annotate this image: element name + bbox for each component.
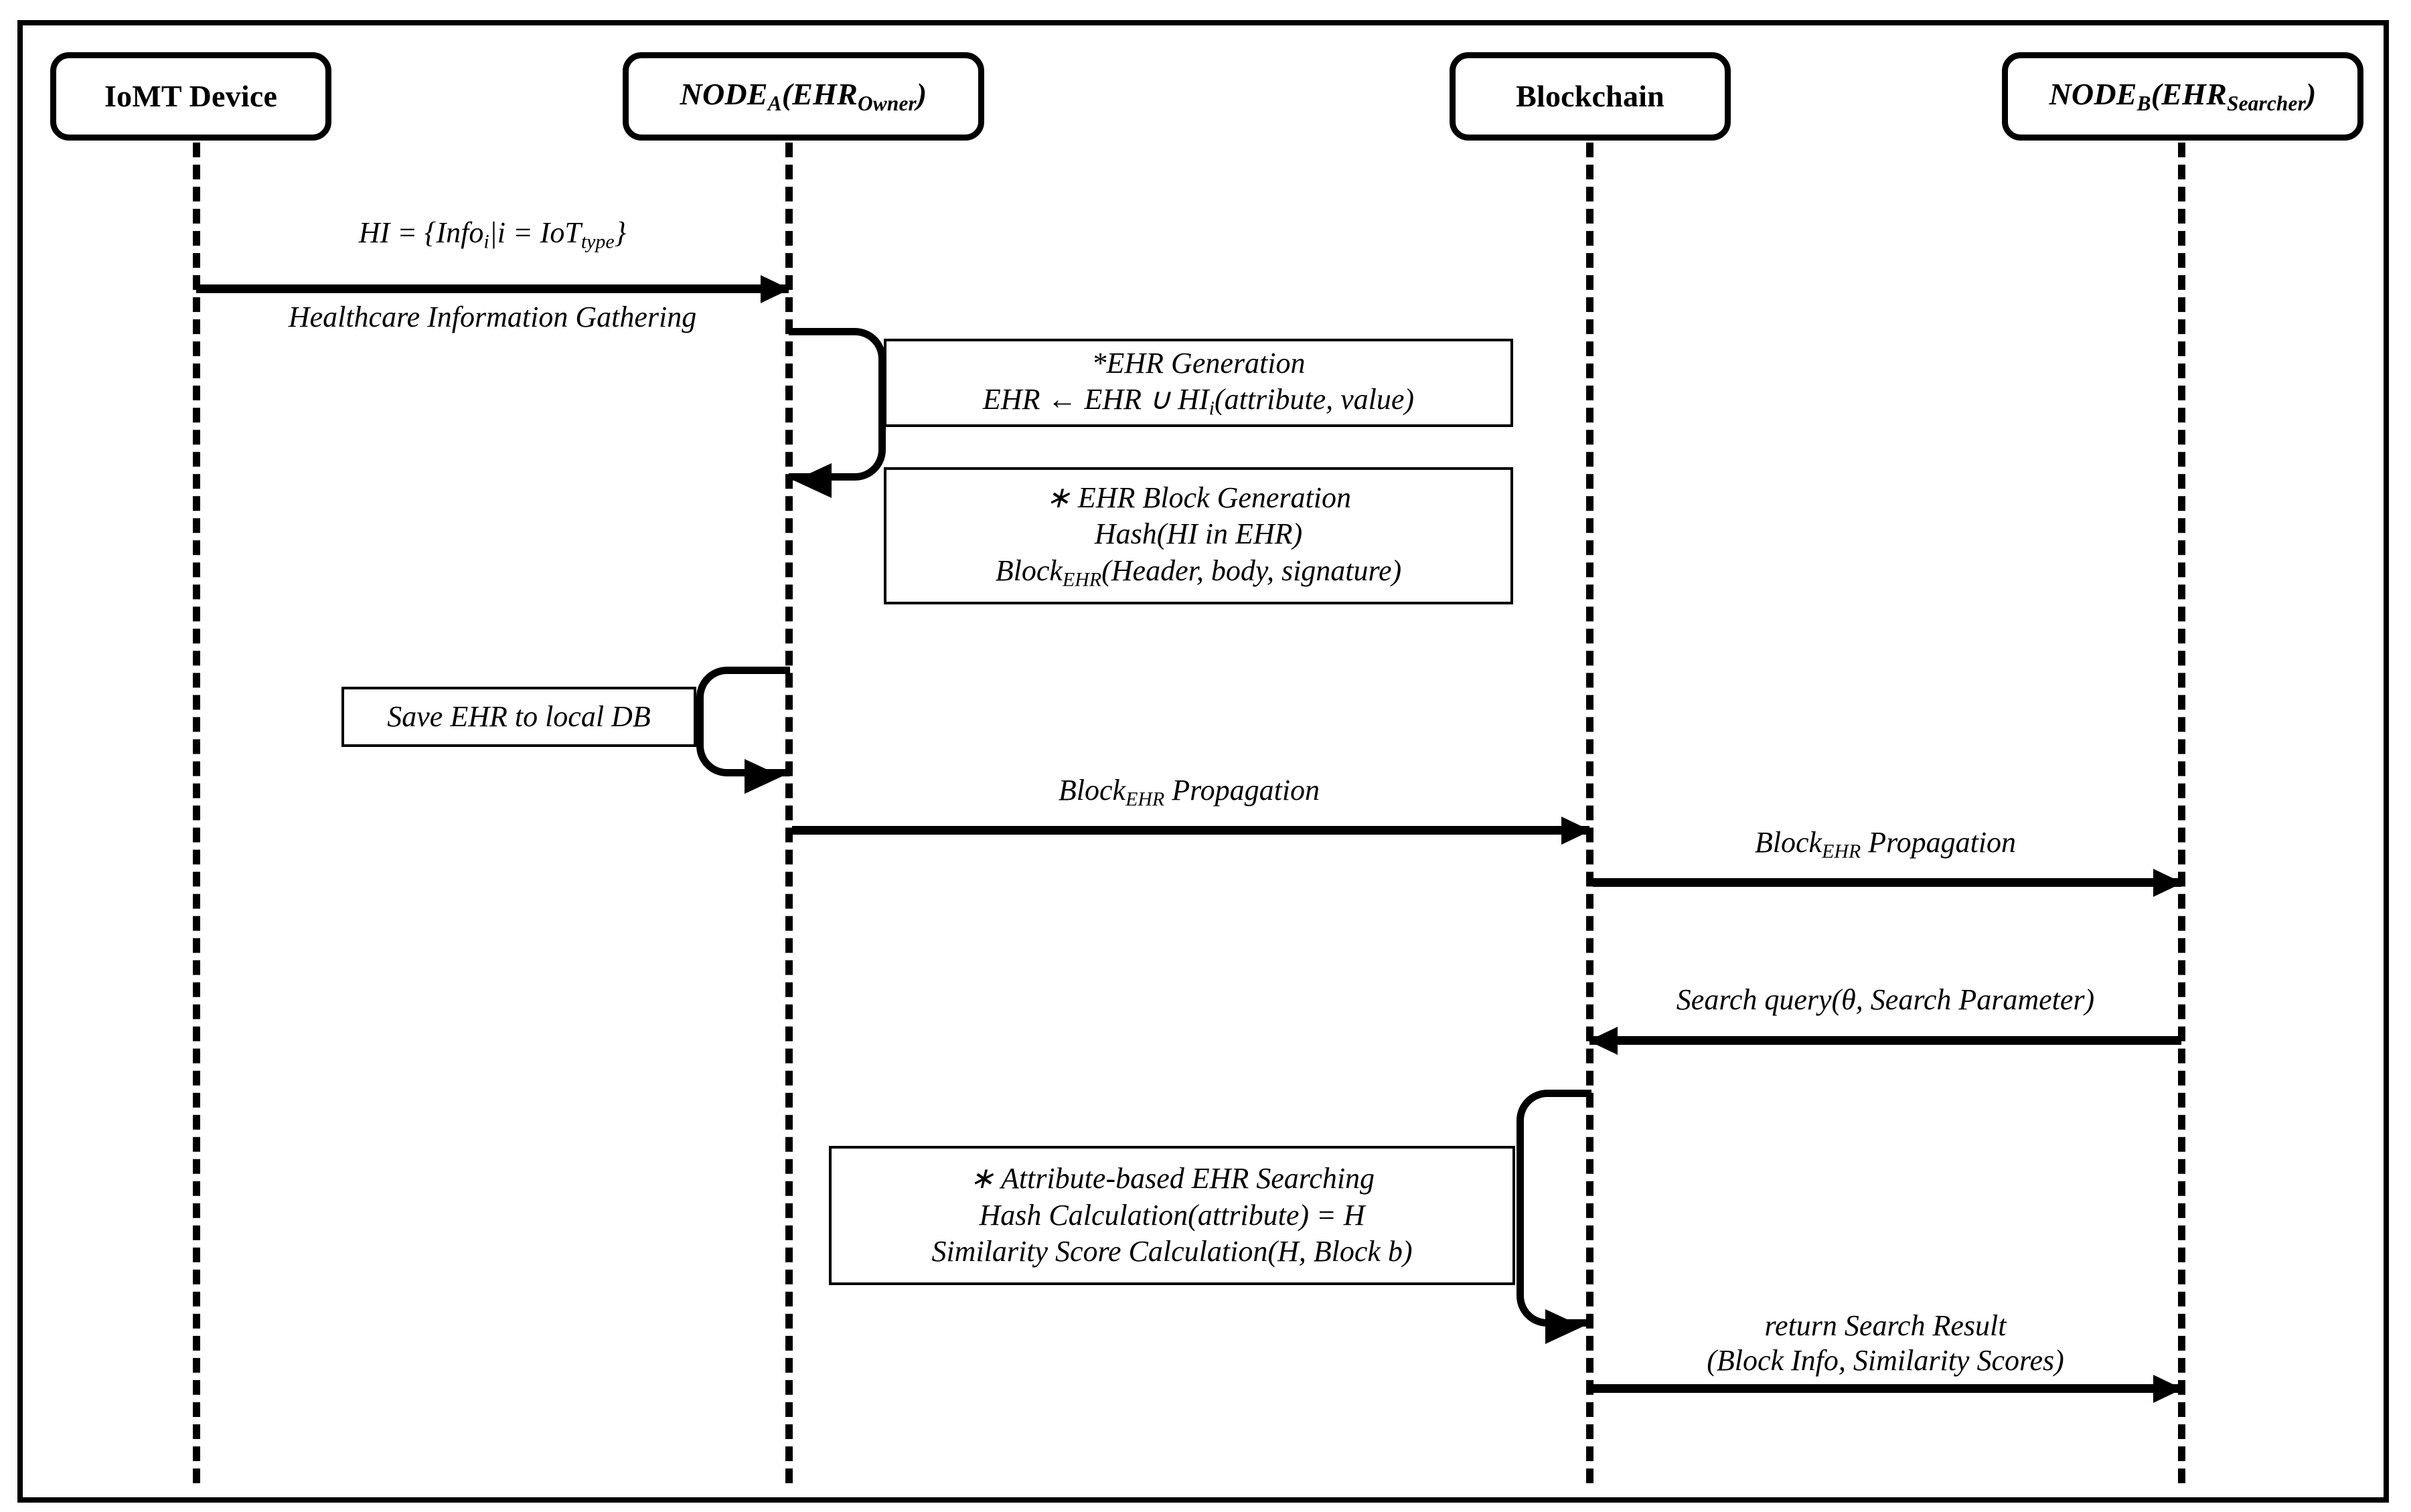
participant-label-iomt-device: IoMT Device	[104, 78, 278, 113]
m2-mid: Propagation	[1164, 774, 1320, 807]
m5-arrow-shaft	[1593, 1384, 2181, 1393]
node-a-role-subscript: Owner	[858, 91, 917, 115]
lifeline-blockchain	[1586, 143, 1593, 1483]
note-ehr-block-generation-line-1: ∗ EHR Block Generation	[1046, 481, 1351, 514]
m1-sub1: i	[483, 230, 489, 253]
node-b-subscript: B	[2136, 91, 2151, 115]
self-message-loop-node-a-ehr-generation[interactable]	[789, 328, 886, 481]
node-a-subscript: A	[767, 91, 782, 115]
note-ehr-generation-line-2: EHR ← EHR ∪ HIi(attribute, value)	[983, 382, 1414, 420]
self-message-loop-node-a-ehr-generation-arrowhead	[794, 463, 832, 498]
lifeline-iomt-device	[193, 143, 200, 1483]
message-label-m3-above: BlockEHR Propagation	[1589, 825, 2181, 863]
m3-mid: Propagation	[1861, 826, 2017, 859]
m3-arrow-head	[2153, 869, 2183, 897]
note-save-ehr-to-local-db[interactable]: Save EHR to local DB	[341, 687, 696, 747]
m2-sub1: EHR	[1125, 788, 1165, 811]
m1-arrow-shaft	[196, 284, 789, 293]
lifeline-node-b	[2178, 143, 2185, 1483]
note-ehr-block-generation-line-3: BlockEHR(Header, body, signature)	[996, 553, 1401, 592]
n2l3-post: (Header, body, signature)	[1101, 554, 1402, 587]
self-message-loop-blockchain-searching-arrowhead	[1545, 1309, 1583, 1344]
m1-sub2: type	[580, 230, 615, 253]
participant-label-node-a: NODEA(EHROwner)	[680, 78, 927, 115]
note-ehr-generation-line-1: *EHR Generation	[1091, 346, 1306, 380]
n2l3-pre: Block	[995, 554, 1063, 587]
node-a-tail: )	[916, 76, 927, 111]
m5-line-1: return Search Result	[1764, 1309, 2007, 1342]
participant-box-blockchain[interactable]: Blockchain	[1450, 52, 1731, 141]
message-label-m1-above: HI = {Infoi|i = IoTtype}	[196, 216, 789, 254]
participant-label-blockchain: Blockchain	[1516, 78, 1664, 113]
node-a-name: NODE	[680, 76, 768, 111]
node-b-name: NODE	[2049, 76, 2137, 111]
note-attribute-based-ehr-searching[interactable]: ∗ Attribute-based EHR Searching Hash Cal…	[829, 1146, 1515, 1285]
note-searching-line-1: ∗ Attribute-based EHR Searching	[969, 1162, 1375, 1195]
n1l2-pre: EHR ← EHR ∪ HI	[982, 383, 1209, 416]
message-label-m1-below: Healthcare Information Gathering	[288, 301, 697, 333]
m3-arrow-shaft	[1593, 878, 2181, 887]
m3-sub1: EHR	[1822, 840, 1861, 863]
m1-pre: HI = {Info	[358, 216, 484, 249]
message-label-m2-above: BlockEHR Propagation	[789, 773, 1589, 811]
m1-post: }	[614, 216, 627, 249]
self-message-loop-node-a-save-ehr-arrowhead	[745, 759, 782, 794]
participant-box-iomt-device[interactable]: IoMT Device	[50, 52, 331, 141]
m3-pre: Block	[1754, 826, 1822, 859]
self-message-loop-blockchain-searching[interactable]	[1516, 1090, 1591, 1327]
n2l3-sub: EHR	[1062, 568, 1102, 591]
participant-box-node-a[interactable]: NODEA(EHROwner)	[623, 52, 984, 141]
n1l2-post: (attribute, value)	[1214, 383, 1415, 416]
self-message-loop-node-a-save-ehr[interactable]	[696, 667, 790, 776]
m2-arrow-shaft	[792, 826, 1589, 835]
note-searching-line-3: Similarity Score Calculation(H, Block b)	[931, 1235, 1413, 1268]
message-label-m4-above: Search query(θ, Search Parameter)	[1676, 983, 2095, 1016]
participant-box-node-b[interactable]: NODEB(EHRSearcher)	[2002, 52, 2363, 141]
m5-arrow-head	[2153, 1375, 2183, 1403]
m2-arrow-head	[1561, 817, 1591, 845]
m1-arrow-head	[761, 275, 790, 303]
node-b-mid: (EHR	[2151, 76, 2227, 111]
note-ehr-block-generation[interactable]: ∗ EHR Block Generation Hash(HI in EHR) B…	[884, 467, 1513, 604]
m1-mid: |i = IoT	[489, 216, 581, 249]
message-label-m5-above: return Search Result (Block Info, Simila…	[1589, 1309, 2181, 1378]
m4-arrow-head	[1588, 1027, 1618, 1055]
participant-label-node-b: NODEB(EHRSearcher)	[2049, 78, 2317, 115]
note-ehr-generation[interactable]: *EHR Generation EHR ← EHR ∪ HIi(attribut…	[884, 339, 1513, 427]
note-save-ehr-line-1: Save EHR to local DB	[387, 699, 651, 733]
m4-arrow-shaft	[1589, 1036, 2181, 1045]
node-b-role-subscript: Searcher	[2226, 91, 2306, 115]
m2-pre: Block	[1058, 774, 1126, 807]
node-b-tail: )	[2305, 76, 2317, 111]
lifeline-node-a	[785, 143, 793, 1483]
n1l2-sub: i	[1209, 397, 1215, 420]
note-searching-line-2: Hash Calculation(attribute) = H	[979, 1198, 1365, 1232]
m5-line-2: (Block Info, Similarity Scores)	[1707, 1343, 2064, 1377]
note-ehr-block-generation-line-2: Hash(HI in EHR)	[1094, 517, 1303, 551]
node-a-mid: (EHR	[781, 76, 858, 111]
